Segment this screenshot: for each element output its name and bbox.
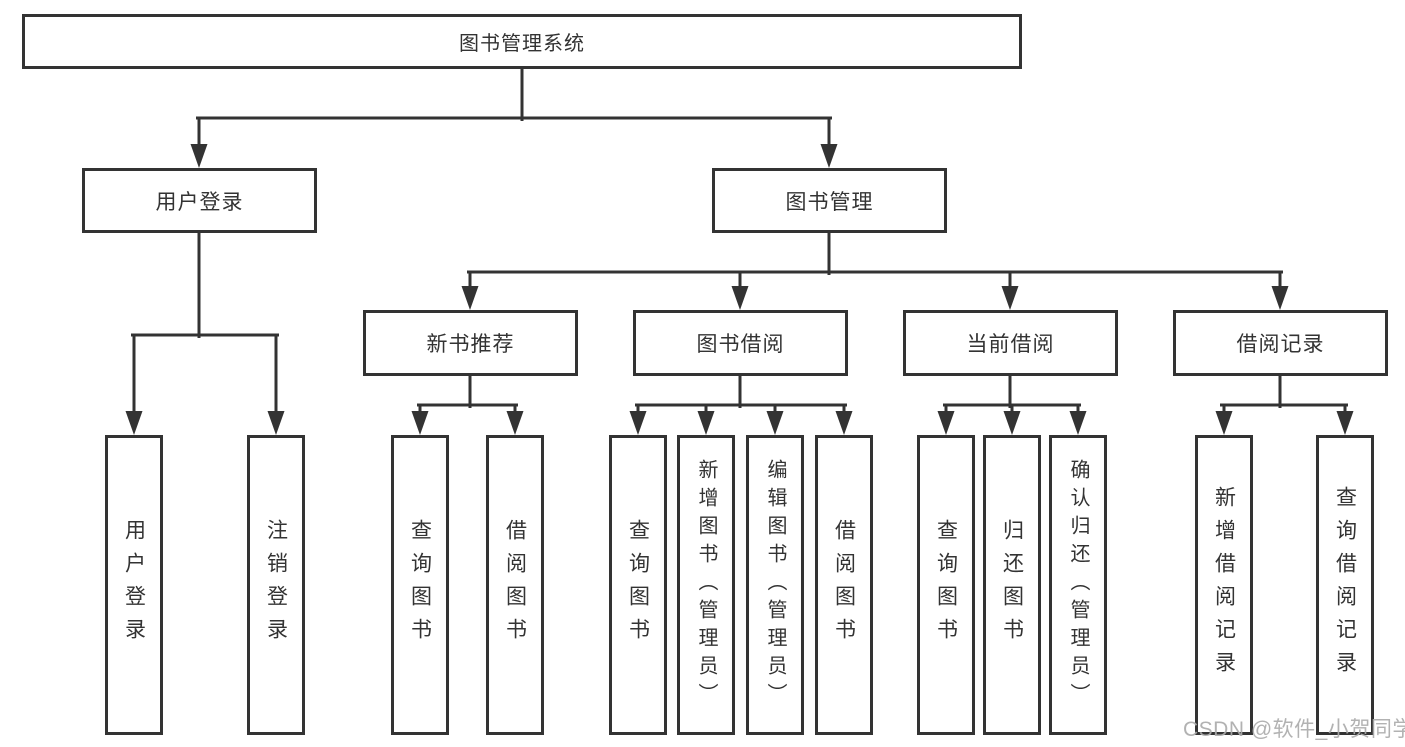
node-label: 新书推荐 (426, 333, 515, 356)
node-label: 新增图书（管理员） (695, 459, 717, 711)
node-query-borrow-record: 查询借阅记录 (1316, 435, 1374, 735)
node-logout: 注销登录 (247, 435, 305, 735)
node-book-management: 图书管理 (712, 168, 947, 233)
node-label: 归还图书 (1000, 519, 1024, 651)
node-label: 借阅图书 (503, 519, 527, 651)
node-label: 编辑图书（管理员） (764, 459, 786, 711)
node-edit-books-admin: 编辑图书（管理员） (746, 435, 804, 735)
node-add-borrow-record: 新增借阅记录 (1195, 435, 1253, 735)
node-label: 借阅图书 (832, 519, 856, 651)
node-label: 当前借阅 (966, 333, 1055, 356)
node-label: 查询图书 (408, 519, 432, 651)
node-confirm-return-admin: 确认归还（管理员） (1049, 435, 1107, 735)
node-query-books-borrowing: 查询图书 (609, 435, 667, 735)
node-borrowing-records: 借阅记录 (1173, 310, 1388, 376)
node-label: 图书管理 (785, 190, 874, 214)
node-label: 借阅记录 (1236, 333, 1325, 356)
node-label: 用户登录 (155, 190, 244, 214)
node-label: 注销登录 (264, 519, 288, 651)
node-add-books-admin: 新增图书（管理员） (677, 435, 735, 735)
node-label: 查询图书 (626, 519, 650, 651)
node-root: 图书管理系统 (22, 14, 1022, 69)
node-label: 新增借阅记录 (1212, 486, 1236, 684)
node-label: 用户登录 (122, 519, 146, 651)
node-user-login: 用户登录 (82, 168, 317, 233)
node-book-borrowing: 图书借阅 (633, 310, 848, 376)
node-label: 图书借阅 (696, 333, 785, 356)
node-label: 查询图书 (934, 519, 958, 651)
node-borrow-books-borrowing: 借阅图书 (815, 435, 873, 735)
node-new-book-recommend: 新书推荐 (363, 310, 578, 376)
node-user-login-leaf: 用户登录 (105, 435, 163, 735)
csdn-watermark: CSDN @软件_小贺同学 (1183, 718, 1405, 741)
node-current-borrowing: 当前借阅 (903, 310, 1118, 376)
node-query-books-recommend: 查询图书 (391, 435, 449, 735)
node-label: 确认归还（管理员） (1067, 459, 1089, 711)
node-borrow-books-recommend: 借阅图书 (486, 435, 544, 735)
node-label: 图书管理系统 (459, 33, 585, 55)
node-return-books: 归还图书 (983, 435, 1041, 735)
node-query-books-current: 查询图书 (917, 435, 975, 735)
node-label: 查询借阅记录 (1333, 486, 1357, 684)
